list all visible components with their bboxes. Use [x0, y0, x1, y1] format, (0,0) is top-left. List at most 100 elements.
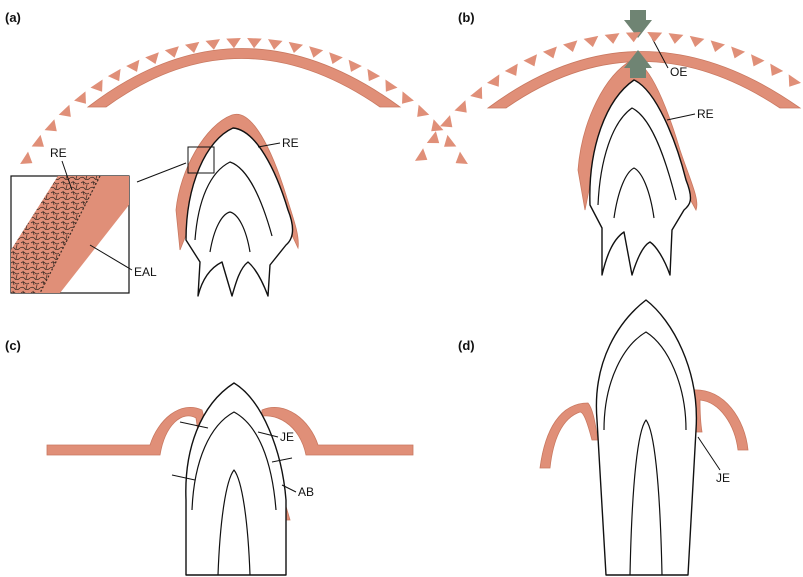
fusion-arrows: [624, 10, 652, 78]
rete-ridge: [426, 131, 440, 144]
rete-ridge: [74, 91, 86, 104]
label-oe: OE: [670, 65, 687, 79]
oral-epithelium-arc-b: [486, 51, 802, 109]
rete-ridge: [309, 46, 324, 58]
rete-ridge: [604, 33, 620, 44]
panel-label-b: (b): [458, 10, 475, 25]
rete-ridge: [164, 46, 179, 58]
panel-label-d: (d): [458, 338, 475, 353]
panel-label-c: (c): [5, 338, 21, 353]
panel-a-inset: [10, 146, 215, 294]
leader-je-d: [697, 436, 721, 471]
tick-c-left-upper: [179, 421, 209, 429]
rete-ridge: [31, 134, 44, 147]
rete-ridge: [226, 38, 241, 49]
tooth-c-pulp: [217, 469, 251, 576]
rete-ridge: [583, 35, 599, 48]
rete-ridge: [145, 52, 159, 65]
leader-oe: [651, 37, 669, 69]
rete-ridge: [470, 86, 483, 100]
oral-epithelium-arc: [86, 48, 402, 108]
gingiva-d: [539, 389, 749, 469]
tooth-b-pulp: [613, 167, 655, 219]
tick-c-left-lower: [171, 474, 196, 481]
leader-re-b: [666, 113, 696, 121]
rete-ridge: [454, 100, 467, 113]
rete-ridge: [689, 35, 705, 48]
rete-ridge: [288, 41, 304, 53]
ridges-a: [20, 38, 468, 164]
rete-ridge: [184, 41, 200, 53]
ridges-b: [414, 32, 802, 161]
rete-ridge: [402, 91, 414, 104]
rete-ridge: [367, 68, 381, 82]
rete-ridge: [668, 33, 684, 44]
rete-ridge: [329, 52, 343, 65]
tooth-a-pulp: [209, 211, 251, 253]
rete-ridge: [731, 46, 746, 59]
rete-ridge: [205, 39, 221, 50]
rete-ridge: [417, 104, 430, 117]
rete-ridge: [710, 40, 725, 52]
rete-ridge: [439, 115, 453, 128]
rete-ridge: [625, 32, 641, 43]
tooth-a-dentin-line: [194, 161, 273, 241]
gingiva-d-left: [539, 402, 599, 469]
panel-a-oral-epithelium: [86, 48, 402, 108]
rete-ridge: [267, 39, 283, 50]
inset-reduced-epithelium: [11, 176, 100, 293]
inset-source-box: [187, 146, 215, 174]
arrow-up-icon: [624, 50, 652, 78]
tooth-b: [589, 79, 692, 276]
rete-ridge: [348, 59, 362, 72]
tooth-d-outline: [595, 299, 698, 576]
tooth-c-dentin-line: [191, 411, 277, 511]
rete-ridge: [431, 119, 444, 132]
label-ab: AB: [298, 485, 314, 499]
tooth-c: [185, 382, 287, 576]
leader-je-c: [257, 431, 279, 438]
rete-ridge: [414, 148, 428, 161]
panel-label-a: (a): [5, 10, 21, 25]
tooth-d-dentin-line: [603, 331, 687, 431]
rete-ridge: [542, 46, 557, 59]
rete-ridge: [504, 63, 518, 76]
rete-ridge: [770, 63, 784, 76]
rete-ridge: [58, 104, 71, 117]
rete-ridge: [44, 119, 57, 132]
rete-ridge: [563, 40, 578, 52]
label-re-b: RE: [697, 107, 714, 121]
rete-ridge: [385, 79, 398, 92]
leader-eal: [89, 244, 133, 271]
label-eal: EAL: [134, 265, 157, 279]
inset-connector-line: [136, 162, 187, 183]
leader-re-tooth-a: [257, 142, 281, 148]
rete-ridge: [90, 79, 103, 92]
tooth-a-outline: [185, 127, 294, 297]
rete-ridge: [247, 38, 262, 49]
inset-cell-boundary: [39, 176, 101, 293]
rete-ridge: [647, 32, 663, 43]
rete-ridge: [20, 151, 33, 164]
tooth-b-dentin-line: [597, 107, 677, 206]
leader-re-inset: [61, 160, 73, 191]
leader-ab: [281, 484, 297, 493]
tooth-d: [595, 299, 698, 576]
arrow-down-icon: [624, 10, 652, 38]
rete-ridge: [486, 74, 500, 87]
label-je-c: JE: [280, 430, 294, 444]
tick-c-right: [271, 457, 293, 463]
rete-ridge: [444, 134, 457, 147]
rete-ridge: [523, 54, 537, 67]
label-re-tooth-a: RE: [282, 136, 299, 150]
label-re-inset: RE: [50, 146, 67, 160]
gingiva-d-right: [690, 389, 749, 451]
tooth-c-outline: [185, 382, 287, 576]
tooth-d-pulp: [629, 419, 663, 576]
rete-ridge: [455, 151, 468, 164]
rete-ridge: [788, 74, 802, 87]
label-je-d: JE: [716, 471, 730, 485]
rete-ridge: [126, 59, 140, 72]
tooth-a: [185, 127, 294, 297]
